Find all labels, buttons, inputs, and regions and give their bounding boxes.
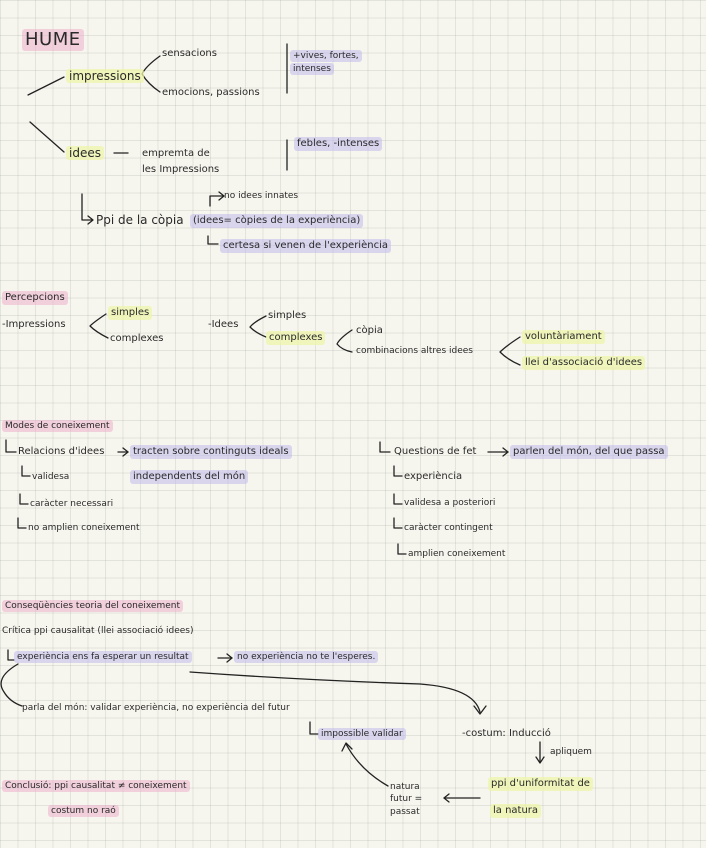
- curve-to-costum: [189, 671, 481, 713]
- uniformitat-label-2: la natura: [490, 804, 542, 818]
- brace-combinacions: [499, 336, 521, 366]
- arrow-contingent: [393, 517, 403, 529]
- empremta-label-1: empremta de: [142, 148, 210, 159]
- simples-1-label: simples: [108, 306, 153, 320]
- sensacions-label: sensacions: [162, 48, 217, 59]
- arrow-certesa: [207, 235, 219, 245]
- arrowhead-ppi-copia: [87, 215, 94, 225]
- consequencies-heading: Conseqüències teoria del coneixement: [2, 600, 183, 612]
- copies-label: (idees= còpies de la experiència): [190, 214, 364, 228]
- page-title: HUME: [22, 29, 84, 51]
- natura-label-3: passat: [390, 807, 420, 817]
- arrow-validesa: [21, 465, 31, 477]
- vives-label-1: +vives, fortes,: [290, 50, 362, 62]
- arrow-experiencia: [393, 465, 403, 477]
- amplien-label: amplien coneixement: [408, 549, 506, 559]
- percepcions-heading: Percepcions: [2, 291, 68, 305]
- ppi-copia-label: Ppi de la còpia: [96, 213, 184, 227]
- simples-2-label: simples: [268, 310, 307, 321]
- contingent-label: caràcter contingent: [404, 523, 493, 533]
- arrow-amplien: [397, 543, 407, 555]
- impressions-label: impressions: [66, 69, 144, 83]
- experiencia-label: experiència: [404, 471, 463, 482]
- arrow-relacions: [5, 439, 17, 453]
- arrowhead-to-natura: [443, 793, 450, 803]
- brace-impressions-2: [89, 313, 109, 339]
- necessari-label: caràcter necessari: [30, 499, 114, 509]
- conclusio-label: Conclusió: ppi causalitat ≠ coneixement: [2, 780, 190, 792]
- arrowhead-to-impossible: [341, 742, 353, 752]
- copia-label: còpia: [356, 325, 383, 336]
- validesa-label: validesa: [32, 472, 70, 482]
- parlen-label: parlen del món, del que passa: [510, 445, 668, 459]
- no-amplien-label: no amplien coneixement: [28, 523, 140, 533]
- brace-idees: [249, 315, 267, 338]
- voluntariament-label: voluntàriament: [522, 330, 605, 344]
- arrow-questions: [379, 441, 391, 453]
- arrow-validesa-post: [393, 493, 403, 505]
- arrow-impossible: [309, 721, 319, 735]
- idees-label: idees: [66, 146, 104, 160]
- idees-2-label: -Idees: [208, 319, 239, 330]
- validesa-post-label: validesa a posteriori: [404, 498, 496, 508]
- no-experiencia-label: no experiència no te l'esperes.: [234, 651, 379, 663]
- arrowhead-tracten: [122, 447, 129, 457]
- combinacions-label: combinacions altres idees: [356, 346, 473, 356]
- apliquem-label: apliquem: [550, 747, 592, 757]
- independents-label: independents del món: [130, 470, 249, 484]
- arrow-no-amplien: [17, 517, 27, 529]
- curve-to-parla: [0, 663, 23, 707]
- natura-label-1: natura: [390, 782, 420, 792]
- vives-label-2: intenses: [290, 63, 334, 75]
- arrow-necessari: [19, 493, 29, 505]
- arrow-no-innates: [209, 195, 225, 207]
- empremta-label-2: les Impressions: [142, 164, 220, 175]
- brace-impressions: [141, 55, 161, 93]
- brace-complexes: [336, 329, 353, 353]
- impossible-label: impossible validar: [318, 728, 406, 740]
- uniformitat-label-1: ppi d'uniformitat de: [488, 777, 593, 791]
- arrow-to-impossible-line: [345, 743, 389, 787]
- arrowhead-no-innates: [218, 191, 225, 201]
- tracten-label: tracten sobre continguts ideals: [130, 445, 292, 459]
- line-to-idees: [29, 121, 65, 153]
- relacions-label: Relacions d'idees: [18, 446, 105, 457]
- impressions-2-label: -Impressions: [2, 319, 66, 330]
- certesa-label: certesa si venen de l'experiència: [220, 239, 391, 253]
- complexes-1-label: complexes: [110, 333, 164, 344]
- experiencia-fa-label: experiència ens fa esperar un resultat: [14, 651, 192, 663]
- arrow-experiencia-fa: [7, 649, 15, 661]
- modes-heading: Modes de coneixement: [2, 420, 113, 432]
- emocions-label: emocions, passions: [162, 87, 260, 98]
- natura-label-2: futur =: [390, 794, 423, 804]
- arrowhead-parlen: [502, 447, 509, 457]
- line-to-impressions: [27, 76, 65, 96]
- llei-label: llei d'associació d'idees: [522, 356, 646, 370]
- febles-label: febles, -intenses: [294, 137, 383, 151]
- arrowhead-apliquem: [535, 756, 545, 764]
- complexes-2-label: complexes: [266, 331, 326, 345]
- questions-label: Questions de fet: [394, 446, 477, 457]
- arrowhead-no-exp: [226, 653, 233, 663]
- parla-label: parla del món: validar experiència, no e…: [22, 703, 290, 713]
- critica-label: Crítica ppi causalitat (llei associació …: [2, 626, 194, 636]
- no-innates-label: no idees innates: [224, 191, 299, 201]
- costum-no-rao-label: costum no raó: [48, 805, 119, 817]
- costum-label: -costum: Inducció: [462, 728, 551, 739]
- arrow-ppi-copia: [81, 193, 93, 221]
- arrowhead-costum: [473, 705, 487, 715]
